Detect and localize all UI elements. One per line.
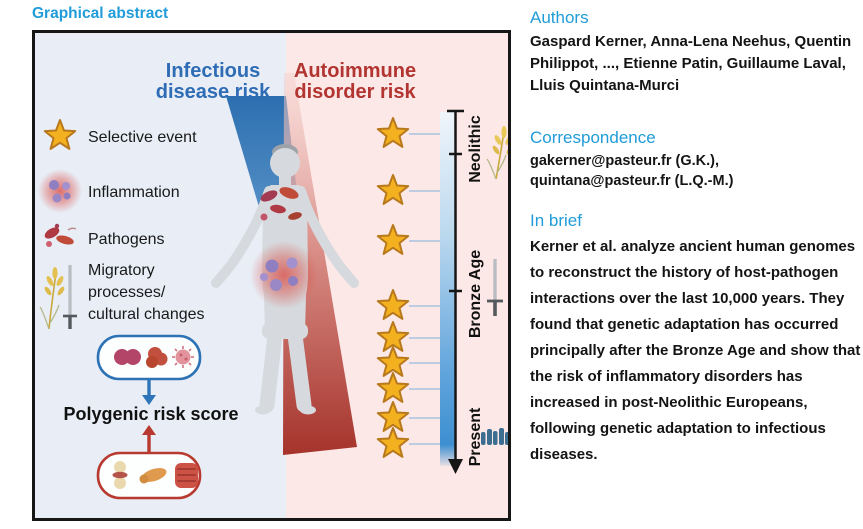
autoimmune-risk-header-line1: Autoimmune xyxy=(294,60,416,82)
autoimmune-risk-header-line2: disorder risk xyxy=(294,81,416,103)
legend-migratory-label-line2: processes/ xyxy=(88,284,166,301)
legend-migratory-label-line3: cultural changes xyxy=(88,306,205,323)
authors-heading: Authors xyxy=(530,8,589,27)
arrow-up-icon xyxy=(142,425,156,453)
sword-icon xyxy=(487,259,503,316)
infectious-risk-header-line2: disease risk xyxy=(156,81,271,103)
human-body-figure xyxy=(211,144,359,415)
era-label-bronze-age: Bronze Age xyxy=(467,250,484,338)
pathogen-blob-icon xyxy=(146,347,168,368)
selective-event-stars xyxy=(376,117,440,458)
timeline-arrowhead-icon xyxy=(448,459,463,474)
sword-icon xyxy=(63,265,77,329)
wheat-icon xyxy=(39,267,65,330)
correspondence-emails: gakerner@pasteur.fr (G.K.), quintana@pas… xyxy=(530,151,733,191)
graphical-abstract-figure: Infectious disease risk Autoimmune disor… xyxy=(32,30,511,521)
arrow-down-icon xyxy=(142,379,156,405)
city-icon xyxy=(481,428,508,445)
pathogens-box xyxy=(96,334,202,381)
timeline-axis xyxy=(447,109,464,461)
inflammation-icon xyxy=(38,169,82,213)
polygenic-risk-score-label: Polygenic risk score xyxy=(63,404,238,424)
virus-icon xyxy=(172,346,194,368)
timeline-gradient-bar xyxy=(440,112,455,466)
infectious-risk-header-line1: Infectious xyxy=(166,60,260,82)
chest-pathogens-icon xyxy=(260,187,302,221)
wheat-icon xyxy=(486,126,508,180)
correspondence-email-1: gakerner@pasteur.fr (G.K.), xyxy=(530,153,719,169)
graphical-abstract-title: Graphical abstract xyxy=(32,5,169,22)
pancreas-icon xyxy=(139,468,167,484)
joint-icon xyxy=(112,461,128,489)
pathogens-icon xyxy=(44,223,77,247)
organs-box xyxy=(96,451,202,500)
legend-inflammation-label: Inflammation xyxy=(88,184,180,201)
in-brief-text: Kerner et al. analyze ancient human geno… xyxy=(530,238,861,463)
era-label-neolithic: Neolithic xyxy=(467,115,484,183)
era-label-present: Present xyxy=(467,407,484,466)
legend-pathogens-label: Pathogens xyxy=(88,231,165,248)
body-inflammation-icon xyxy=(250,241,318,309)
legend-migratory-label-line1: Migratory xyxy=(88,262,155,279)
authors-list: Gaspard Kerner, Anna-Lena Neehus, Quenti… xyxy=(530,33,852,94)
legend-selective-event-label: Selective event xyxy=(88,129,197,146)
correspondence-heading: Correspondence xyxy=(530,128,656,147)
legend: Selective event Inflammation Pathogens xyxy=(38,119,205,330)
intestine-icon xyxy=(175,463,198,488)
in-brief-heading: In brief xyxy=(530,211,582,230)
abstract-figure-svg: Infectious disease risk Autoimmune disor… xyxy=(35,33,508,518)
timeline: Neolithic Bronze Age Present xyxy=(376,109,508,474)
bacteria-pair-icon xyxy=(114,349,141,365)
correspondence-email-2: quintana@pasteur.fr (L.Q.-M.) xyxy=(530,173,734,189)
